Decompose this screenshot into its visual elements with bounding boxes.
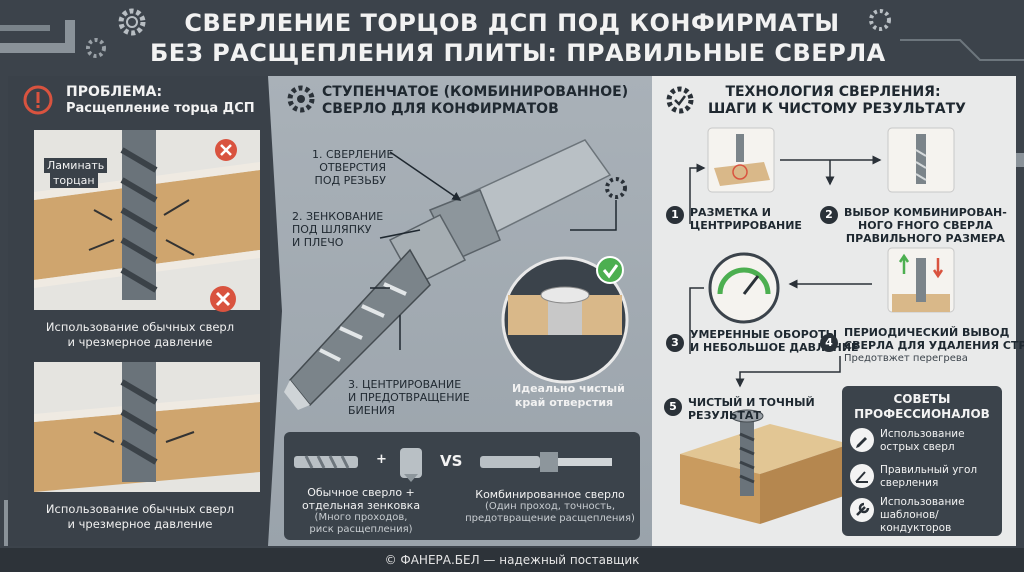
comparison-drills <box>294 448 612 482</box>
problem-caption-2-line-2: и чрезмерное давление <box>67 517 213 531</box>
result-label-line-1: Идеально чистый <box>512 382 625 395</box>
step-4-label-line-2: СВЕРЛА ДЛЯ УДАЛЕНИЯ СТРУЖКИ <box>844 339 1024 352</box>
tip-1-line-2: острых сверл <box>880 441 955 453</box>
tip-1-line-1: Использование <box>880 428 965 440</box>
wrench-icon <box>850 498 874 522</box>
comparison-right: Комбинированное сверло (Один проход, точ… <box>462 488 638 525</box>
pro-tips-box: СОВЕТЫ ПРОФЕССИОНАЛОВ Использование остр… <box>842 386 1002 536</box>
result-label-line-2: край отверстия <box>514 396 614 409</box>
comparison-right-title: Комбинированное сверло <box>475 488 625 501</box>
title-line-2: БЕЗ РАСЩЕПЛЕНИЯ ПЛИТЫ: ПРАВИЛЬНЫЕ СВЕРЛА <box>150 39 886 67</box>
comparison-left-title-line-2: отдельная зенковка <box>301 499 421 512</box>
problem-caption-2: Использование обычных сверл и чрезмерное… <box>20 502 260 532</box>
tips-heading-line-1: СОВЕТЫ <box>893 392 951 406</box>
drill-label-3-line-3: БИЕНИЯ <box>348 404 395 417</box>
comparison-left-title-line-1: Обычное сверло + <box>307 486 415 499</box>
pencil-icon <box>850 428 874 452</box>
step-2-label-line-1: ВЫБОР КОМБИНИРОВАН- <box>844 206 1007 219</box>
tip-3: Использование шаблонов/ кондукторов <box>880 496 965 535</box>
tip-2-line-2: сверления <box>880 477 939 489</box>
gear-icon <box>869 9 891 31</box>
drill-label-1-line-1: 1. СВЕРЛЕНИЕ <box>312 148 394 161</box>
step-5-number: 5 <box>664 398 682 416</box>
split-edge-illustration-1 <box>34 130 260 310</box>
plus-sign: + <box>376 452 387 467</box>
step-2-label: ВЫБОР КОМБИНИРОВАН- НОГО FНОГО СВЕРЛА ПР… <box>844 206 1007 245</box>
step-2-label-line-3: ПРАВИЛЬНОГО РАЗМЕРА <box>845 232 1005 245</box>
comparison-left-note-line-2: риск расщепления) <box>309 524 413 535</box>
title-line-1: СВЕРЛЕНИЕ ТОРЦОВ ДСП ПОД КОНФИРМАТЫ <box>184 9 840 37</box>
step-3-label-line-1: УМЕРЕННЫЕ ОБОРОТЫ <box>690 328 838 341</box>
tech-heading-line-1: ТЕХНОЛОГИЯ СВЕРЛЕНИЯ: <box>725 84 941 100</box>
drill-label-2-line-1: 2. ЗЕНКОВАНИЕ <box>292 210 384 223</box>
vs-label: VS <box>440 452 463 470</box>
step-4-label-line-1: ПЕРИОДИЧЕСКИЙ ВЫВОД <box>844 326 1010 339</box>
comparison-right-note-line-2: предотвращение расщепления) <box>465 513 635 524</box>
step-3-label: УМЕРЕННЫЕ ОБОРОТЫ И НЕБОЛЬШОЕ ДАВЛЕНИЕ <box>690 328 859 354</box>
split-edge-illustration-2 <box>34 362 260 492</box>
tip-3-line-3: кондукторов <box>880 522 952 534</box>
step-4-label: ПЕРИОДИЧЕСКИЙ ВЫВОД СВЕРЛА ДЛЯ УДАЛЕНИЯ … <box>844 326 1024 365</box>
drill-label-1: 1. СВЕРЛЕНИЕ ОТВЕРСТИЯ ПОД РЕЗЬБУ <box>312 148 394 187</box>
step-1-label-line-1: РАЗМЕТКА И <box>690 206 771 219</box>
step-4-number: 4 <box>820 334 838 352</box>
drill-heading-line-1: СТУПЕНЧАТОЕ (КОМБИНИРОВАННОЕ) <box>322 84 629 100</box>
problem-caption-1: Использование обычных сверл и чрезмерное… <box>20 320 260 350</box>
problem-subheading: Расщепление торца ДСП <box>66 101 255 116</box>
drill-label-1-line-3: ПОД РЕЗЬБУ <box>314 174 386 187</box>
step-1-label: РАЗМЕТКА И ЦЕНТРИРОВАНИЕ <box>690 206 802 232</box>
problem-heading: ПРОБЛЕМА: <box>66 84 163 100</box>
steps-flow-graphics <box>680 127 955 524</box>
gear-check-icon <box>666 86 694 114</box>
result-label: Идеально чистый край отверстия <box>512 382 625 410</box>
drill-label-2-line-3: И ПЛЕЧО <box>292 236 344 249</box>
drill-label-2: 2. ЗЕНКОВАНИЕ ПОД ШЛЯПКУ И ПЛЕЧО <box>292 210 392 249</box>
drill-heading-line-2: СВЕРЛО ДЛЯ КОНФИРМАТОВ <box>322 101 559 117</box>
laminate-label-2: торцан <box>50 173 98 188</box>
drill-label-3: 3. ЦЕНТРИРОВАНИЕ И ПРЕДОТВРАЩЕНИЕ БИЕНИЯ <box>348 378 470 417</box>
gear-icon <box>118 8 146 36</box>
step-5-label-line-2: РЕЗУЛЬТАТ <box>688 409 761 422</box>
footer-credit: © ФАНЕРА.БЕЛ — надежный поставщик <box>0 548 1024 572</box>
step-3-number: 3 <box>666 334 684 352</box>
comparison-right-note-line-1: (Один проход, точность, <box>484 501 616 512</box>
problem-caption-2-line-1: Использование обычных сверл <box>45 502 235 516</box>
step-1-label-line-2: ЦЕНТРИРОВАНИЕ <box>690 219 802 232</box>
tip-2: Правильный угол сверления <box>880 464 977 490</box>
problem-caption-1-line-2: и чрезмерное давление <box>67 335 213 349</box>
close-icon <box>210 286 236 312</box>
tip-1: Использование острых сверл <box>880 428 965 454</box>
gear-icon <box>86 38 106 58</box>
drill-label-3-line-2: И ПРЕДОТВРАЩЕНИЕ <box>348 391 470 404</box>
drill-label-3-line-1: 3. ЦЕНТРИРОВАНИЕ <box>348 378 462 391</box>
warning-icon <box>23 85 53 115</box>
step-5-label-line-1: ЧИСТЫЙ И ТОЧНЫЙ <box>688 396 815 409</box>
tips-heading: СОВЕТЫ ПРОФЕССИОНАЛОВ <box>842 392 1002 422</box>
comparison-box <box>284 432 640 540</box>
drill-label-2-line-2: ПОД ШЛЯПКУ <box>292 223 372 236</box>
laminate-label-1: Ламинать <box>44 158 108 173</box>
tips-heading-line-2: ПРОФЕССИОНАЛОВ <box>854 407 990 421</box>
page-title: СВЕРЛЕНИЕ ТОРЦОВ ДСП ПОД КОНФИРМАТЫ БЕЗ … <box>150 8 886 68</box>
step-2-number: 2 <box>820 206 838 224</box>
step-1-number: 1 <box>666 206 684 224</box>
angle-icon <box>850 464 874 488</box>
tip-3-line-1: Использование <box>880 496 965 508</box>
gear-icon <box>287 85 315 113</box>
drill-label-1-line-2: ОТВЕРСТИЯ <box>319 161 386 174</box>
step-2-label-line-2: НОГО FНОГО СВЕРЛА <box>858 219 993 232</box>
step-5-label: ЧИСТЫЙ И ТОЧНЫЙ РЕЗУЛЬТАТ <box>688 396 815 422</box>
comparison-left-note-line-1: (Много проходов, <box>314 512 408 523</box>
step-4-note: Предотвжет перегрева <box>844 353 968 364</box>
tip-2-line-1: Правильный угол <box>880 464 978 476</box>
step-3-label-line-2: И НЕБОЛЬШОЕ ДАВЛЕНИЕ <box>690 341 859 354</box>
comparison-left: Обычное сверло + отдельная зенковка (Мно… <box>290 486 432 536</box>
tip-3-line-2: шаблонов/ <box>880 509 939 521</box>
tech-heading-line-2: ШАГИ К ЧИСТОМУ РЕЗУЛЬТАТУ <box>708 101 966 117</box>
step-drill-illustration <box>284 139 629 410</box>
problem-caption-1-line-1: Использование обычных сверл <box>45 320 235 334</box>
